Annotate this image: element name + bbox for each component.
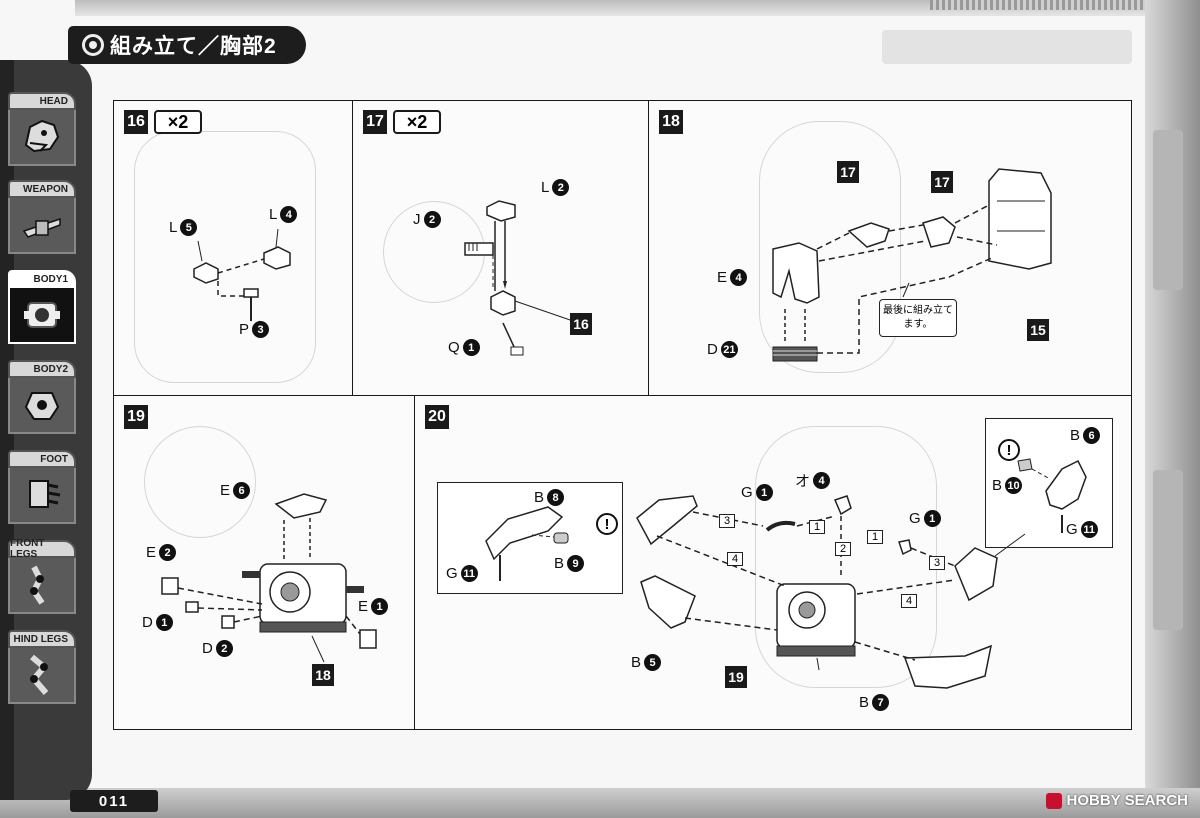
step-ref-15: 15	[1027, 319, 1049, 341]
step-number: 16	[124, 110, 148, 134]
watermark-word: SEARCH	[1124, 792, 1188, 809]
gear-icon	[82, 34, 104, 56]
watermark-brand: HOBBY	[1066, 792, 1121, 809]
order-tag: 1	[867, 530, 883, 544]
quantity-badge: ×2	[154, 110, 202, 134]
order-tag: 3	[929, 556, 945, 570]
watermark: HOBBY SEARCH	[1046, 792, 1188, 809]
page-number: 011	[70, 790, 158, 812]
tab-body2-label: BODY2	[8, 360, 76, 378]
top-frame	[75, 0, 1200, 16]
tab-hind-legs[interactable]: HIND LEGS	[8, 630, 76, 706]
tab-weapon-label: WEAPON	[8, 180, 76, 198]
front-legs-icon	[8, 558, 76, 614]
tab-body2[interactable]: BODY2	[8, 360, 76, 436]
order-tag: 2	[835, 542, 851, 556]
tab-front-legs[interactable]: FRONT LEGS	[8, 538, 76, 616]
tab-body1[interactable]: BODY1	[8, 270, 76, 346]
foot-icon	[8, 468, 76, 524]
step-ref-17b: 17	[931, 171, 953, 193]
inset-diagram	[485, 506, 569, 581]
inset-diagram-2	[1017, 458, 1087, 533]
step-number: 20	[425, 405, 449, 429]
step-number: 19	[124, 405, 148, 429]
top-frame-texture	[930, 0, 1200, 10]
order-tag: 4	[727, 552, 743, 566]
step-20-diagram	[636, 495, 1026, 689]
step-ref-18: 18	[312, 664, 334, 686]
tab-weapon[interactable]: WEAPON	[8, 180, 76, 256]
order-tag: 3	[719, 514, 735, 528]
bleed-through-title	[882, 30, 1132, 64]
step-16-diagram	[193, 228, 291, 326]
step-17-diagram	[464, 200, 574, 356]
tab-body1-label: BODY1	[8, 270, 76, 288]
tab-front-legs-label: FRONT LEGS	[8, 538, 76, 560]
weapon-icon	[8, 198, 76, 254]
step-18-diagram	[772, 168, 1052, 362]
bottom-frame	[0, 788, 1200, 818]
quantity-badge: ×2	[393, 110, 441, 134]
warning-icon: !	[596, 513, 618, 535]
body1-icon	[8, 288, 76, 344]
body2-icon	[8, 378, 76, 434]
right-frame	[1145, 0, 1200, 818]
page-title: 組み立て／胸部2	[110, 35, 277, 58]
step-ref-19: 19	[725, 666, 747, 688]
order-tag: 1	[809, 520, 825, 534]
step-ref-17: 17	[837, 161, 859, 183]
hobby-search-logo-icon	[1046, 792, 1063, 809]
tab-head-label: HEAD	[8, 92, 76, 110]
head-icon	[8, 110, 76, 166]
step-number: 17	[363, 110, 387, 134]
step-number: 18	[659, 110, 683, 134]
tab-foot[interactable]: FOOT	[8, 450, 76, 526]
step-ref-16: 16	[570, 313, 592, 335]
tab-head[interactable]: HEAD	[8, 92, 76, 168]
hind-legs-icon	[8, 648, 76, 704]
tab-foot-label: FOOT	[8, 450, 76, 468]
step-19-diagram	[161, 493, 377, 663]
note-callout: 最後に組み立てます。	[879, 299, 957, 337]
warning-icon-2: !	[998, 439, 1020, 461]
order-tag: 4	[901, 594, 917, 608]
page-title-bar: 組み立て／胸部2	[68, 26, 306, 64]
tab-hind-legs-label: HIND LEGS	[8, 630, 76, 648]
